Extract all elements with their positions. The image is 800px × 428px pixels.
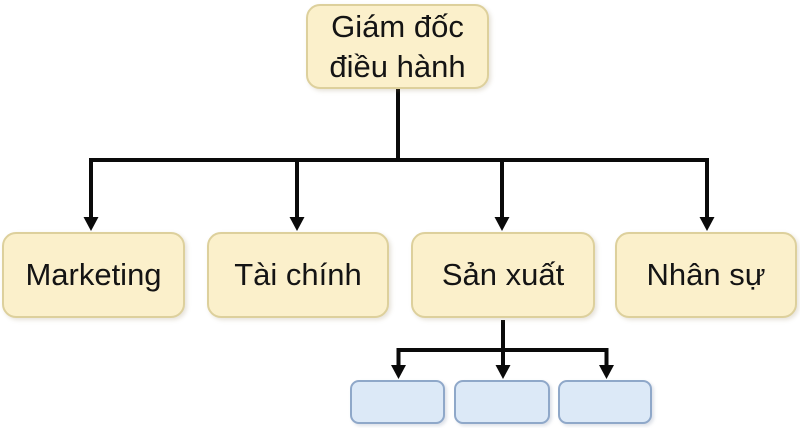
node-ceo-label: Giám đốc điều hành [329, 8, 466, 84]
arrowhead-icon [599, 365, 614, 379]
node-sub-unit-3 [558, 380, 652, 424]
node-hr-label: Nhân sự [646, 257, 766, 293]
node-finance-label: Tài chính [234, 257, 362, 293]
arrowhead-icon [699, 217, 715, 231]
node-sub-unit-2 [454, 380, 550, 424]
node-finance: Tài chính [207, 232, 389, 318]
node-production-label: Sản xuất [441, 257, 565, 293]
node-ceo: Giám đốc điều hành [306, 4, 489, 89]
arrowhead-icon [83, 217, 99, 231]
arrowhead-icon [289, 217, 305, 231]
node-marketing: Marketing [2, 232, 185, 318]
arrowhead-icon [494, 217, 510, 231]
node-hr: Nhân sự [615, 232, 797, 318]
node-sub-unit-1 [350, 380, 445, 424]
node-marketing-label: Marketing [25, 257, 162, 293]
arrowhead-icon [495, 365, 511, 379]
arrowhead-icon [391, 365, 406, 379]
node-production: Sản xuất [411, 232, 595, 318]
